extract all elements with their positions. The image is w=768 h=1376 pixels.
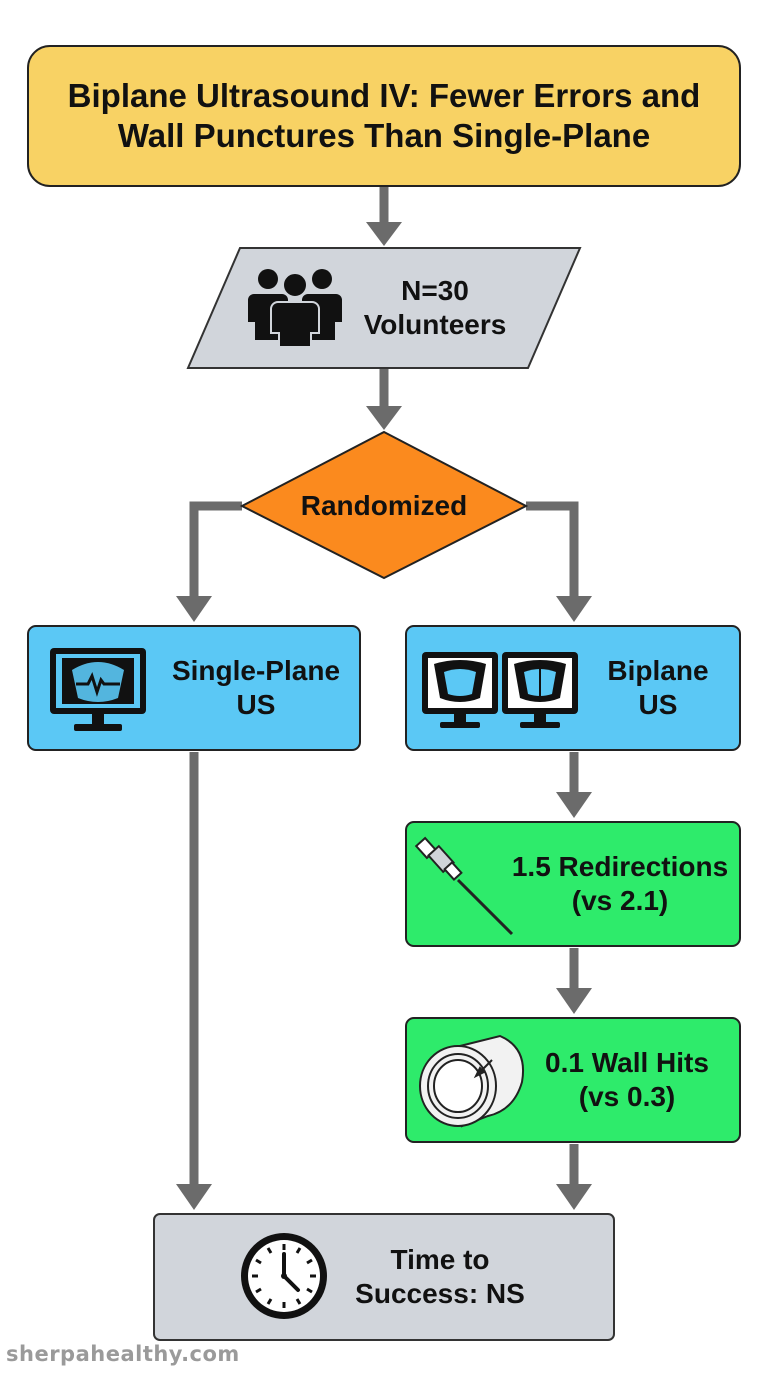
vein-cross-section-icon [419, 1034, 524, 1128]
arrowhead-volunteers [366, 222, 402, 246]
page-title: Biplane Ultrasound IV: Fewer Errors and … [28, 46, 740, 186]
arrowhead-wall-hits [556, 988, 592, 1014]
title-line-1: Biplane Ultrasound IV: Fewer Errors and [67, 77, 701, 115]
randomized-text: Randomized [300, 490, 468, 522]
people-group-icon [248, 269, 342, 348]
time-to-success-label: Time to Success: NS [336, 1214, 544, 1340]
arrowhead-time-left [176, 1184, 212, 1210]
arrowhead-single-plane [176, 596, 212, 622]
redirections-label: 1.5 Redirections (vs 2.1) [500, 822, 740, 946]
arrow-randomized-to-single-plane [189, 501, 242, 598]
iv-needle-icon [414, 836, 514, 936]
arrowhead-randomized [366, 406, 402, 430]
single-plane-line-2: US [236, 689, 276, 720]
redirections-line-2: (vs 2.1) [571, 885, 669, 916]
wall-hits-line-1: 0.1 Wall Hits [545, 1047, 709, 1079]
volunteers-count: N=30 [401, 275, 469, 307]
title-box [27, 45, 741, 187]
time-to-success-line-2: Success: NS [355, 1278, 525, 1309]
watermark: sherpahealthy.com [6, 1342, 240, 1366]
biplane-label: Biplane US [580, 626, 736, 750]
connectors [189, 186, 579, 1186]
biplane-line-1: Biplane [607, 655, 709, 687]
randomized-label: Randomized [262, 470, 506, 542]
arrowhead-redirections [556, 792, 592, 818]
randomized-node [239, 430, 529, 580]
arrowhead-time-right [556, 1184, 592, 1210]
volunteers-text: Volunteers [363, 309, 507, 340]
biplane-line-2: US [638, 689, 678, 720]
redirections-line-1: 1.5 Redirections [511, 851, 729, 883]
ultrasound-monitor-icon [50, 648, 146, 731]
volunteers-label: N=30 Volunteers [340, 248, 530, 368]
arrowheads [176, 222, 592, 1210]
redirections-node [405, 821, 741, 947]
wall-hits-label: 0.1 Wall Hits (vs 0.3) [526, 1018, 728, 1142]
dual-ultrasound-monitor-icon [422, 652, 578, 728]
arrow-randomized-to-biplane [526, 501, 579, 598]
time-to-success-line-1: Time to [390, 1244, 490, 1276]
clock-icon [241, 1233, 327, 1319]
single-plane-label: Single-Plane US [150, 626, 362, 750]
arrowhead-biplane [556, 596, 592, 622]
title-line-2: Wall Punctures Than Single-Plane [117, 117, 651, 154]
wall-hits-line-2: (vs 0.3) [578, 1081, 676, 1112]
single-plane-line-1: Single-Plane [171, 655, 341, 687]
